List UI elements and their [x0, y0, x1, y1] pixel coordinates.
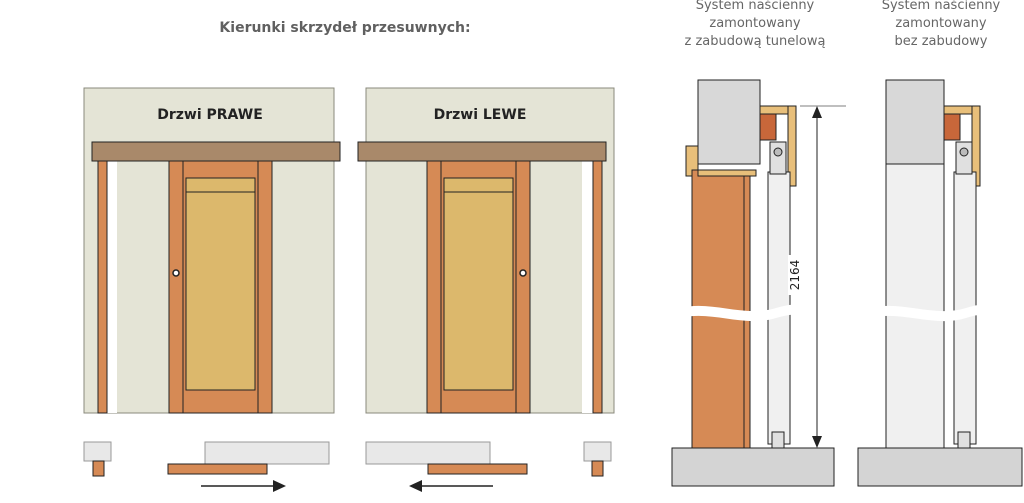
door-panel	[185, 177, 256, 391]
wall-upper	[885, 79, 945, 165]
frame-post	[592, 159, 603, 414]
roller-carriage	[955, 141, 973, 175]
plan-door-leaf	[427, 463, 528, 475]
roller-wheel	[773, 147, 783, 157]
caption-line: z zabudową tunelową	[684, 34, 826, 49]
mounting-block	[759, 113, 777, 141]
floor-slab	[857, 447, 1023, 487]
mounting-block	[943, 113, 961, 141]
dimension-label: 2164	[788, 255, 802, 295]
plan-post-right	[591, 460, 604, 477]
ceiling-block	[697, 79, 761, 165]
bottom-guide	[957, 431, 971, 449]
frame-post	[97, 159, 108, 414]
plan-wall-left	[83, 441, 112, 462]
plan-wall-left	[365, 441, 491, 465]
door-stile-right	[515, 160, 531, 414]
door-knob-icon	[172, 269, 180, 277]
casing-top-strip	[697, 169, 757, 177]
break-line	[680, 304, 830, 322]
door-stile-left	[426, 160, 442, 414]
door-panel	[443, 177, 514, 391]
door-knob-icon	[519, 269, 527, 277]
door-left-illustration	[357, 87, 615, 492]
system-tunnel-caption: System naścienny zamontowany z zabudową …	[660, 0, 850, 51]
plan-wall-right	[583, 441, 612, 462]
caption-line: zamontowany	[895, 16, 987, 31]
plan-post-left	[92, 460, 105, 477]
rail	[357, 141, 607, 162]
door-right-label: Drzwi PRAWE	[157, 107, 263, 123]
roller-wheel	[959, 147, 969, 157]
floor-slab	[671, 447, 835, 487]
caption-line: zamontowany	[709, 16, 801, 31]
door-left-label: Drzwi LEWE	[433, 107, 527, 123]
bottom-guide	[771, 431, 785, 449]
break-line	[870, 304, 1016, 322]
arrow-right-icon	[273, 480, 286, 492]
dimension-arrow-icon	[812, 436, 822, 448]
system-tunnel-section	[671, 79, 846, 487]
caption-line: bez zabudowy	[894, 34, 988, 49]
roller-carriage	[769, 141, 787, 175]
plan-door-leaf	[167, 463, 268, 475]
wall-lower	[885, 163, 945, 449]
rail	[91, 141, 341, 162]
door-stile-left	[168, 160, 184, 414]
system-plain-caption: System naścienny zamontowany bez zabudow…	[858, 0, 1024, 51]
dimension-arrow-icon	[812, 106, 822, 118]
caption-line: System naścienny	[881, 0, 1001, 13]
door-right-illustration	[83, 87, 341, 492]
diagram-title: Kierunki skrzydeł przesuwnych:	[219, 20, 471, 36]
door-stile-right	[257, 160, 273, 414]
plan-wall-right	[204, 441, 330, 465]
system-plain-section	[857, 79, 1023, 487]
wall-bracket-vertical	[787, 105, 797, 187]
caption-line: System naścienny	[695, 0, 815, 13]
arrow-left-icon	[409, 480, 422, 492]
